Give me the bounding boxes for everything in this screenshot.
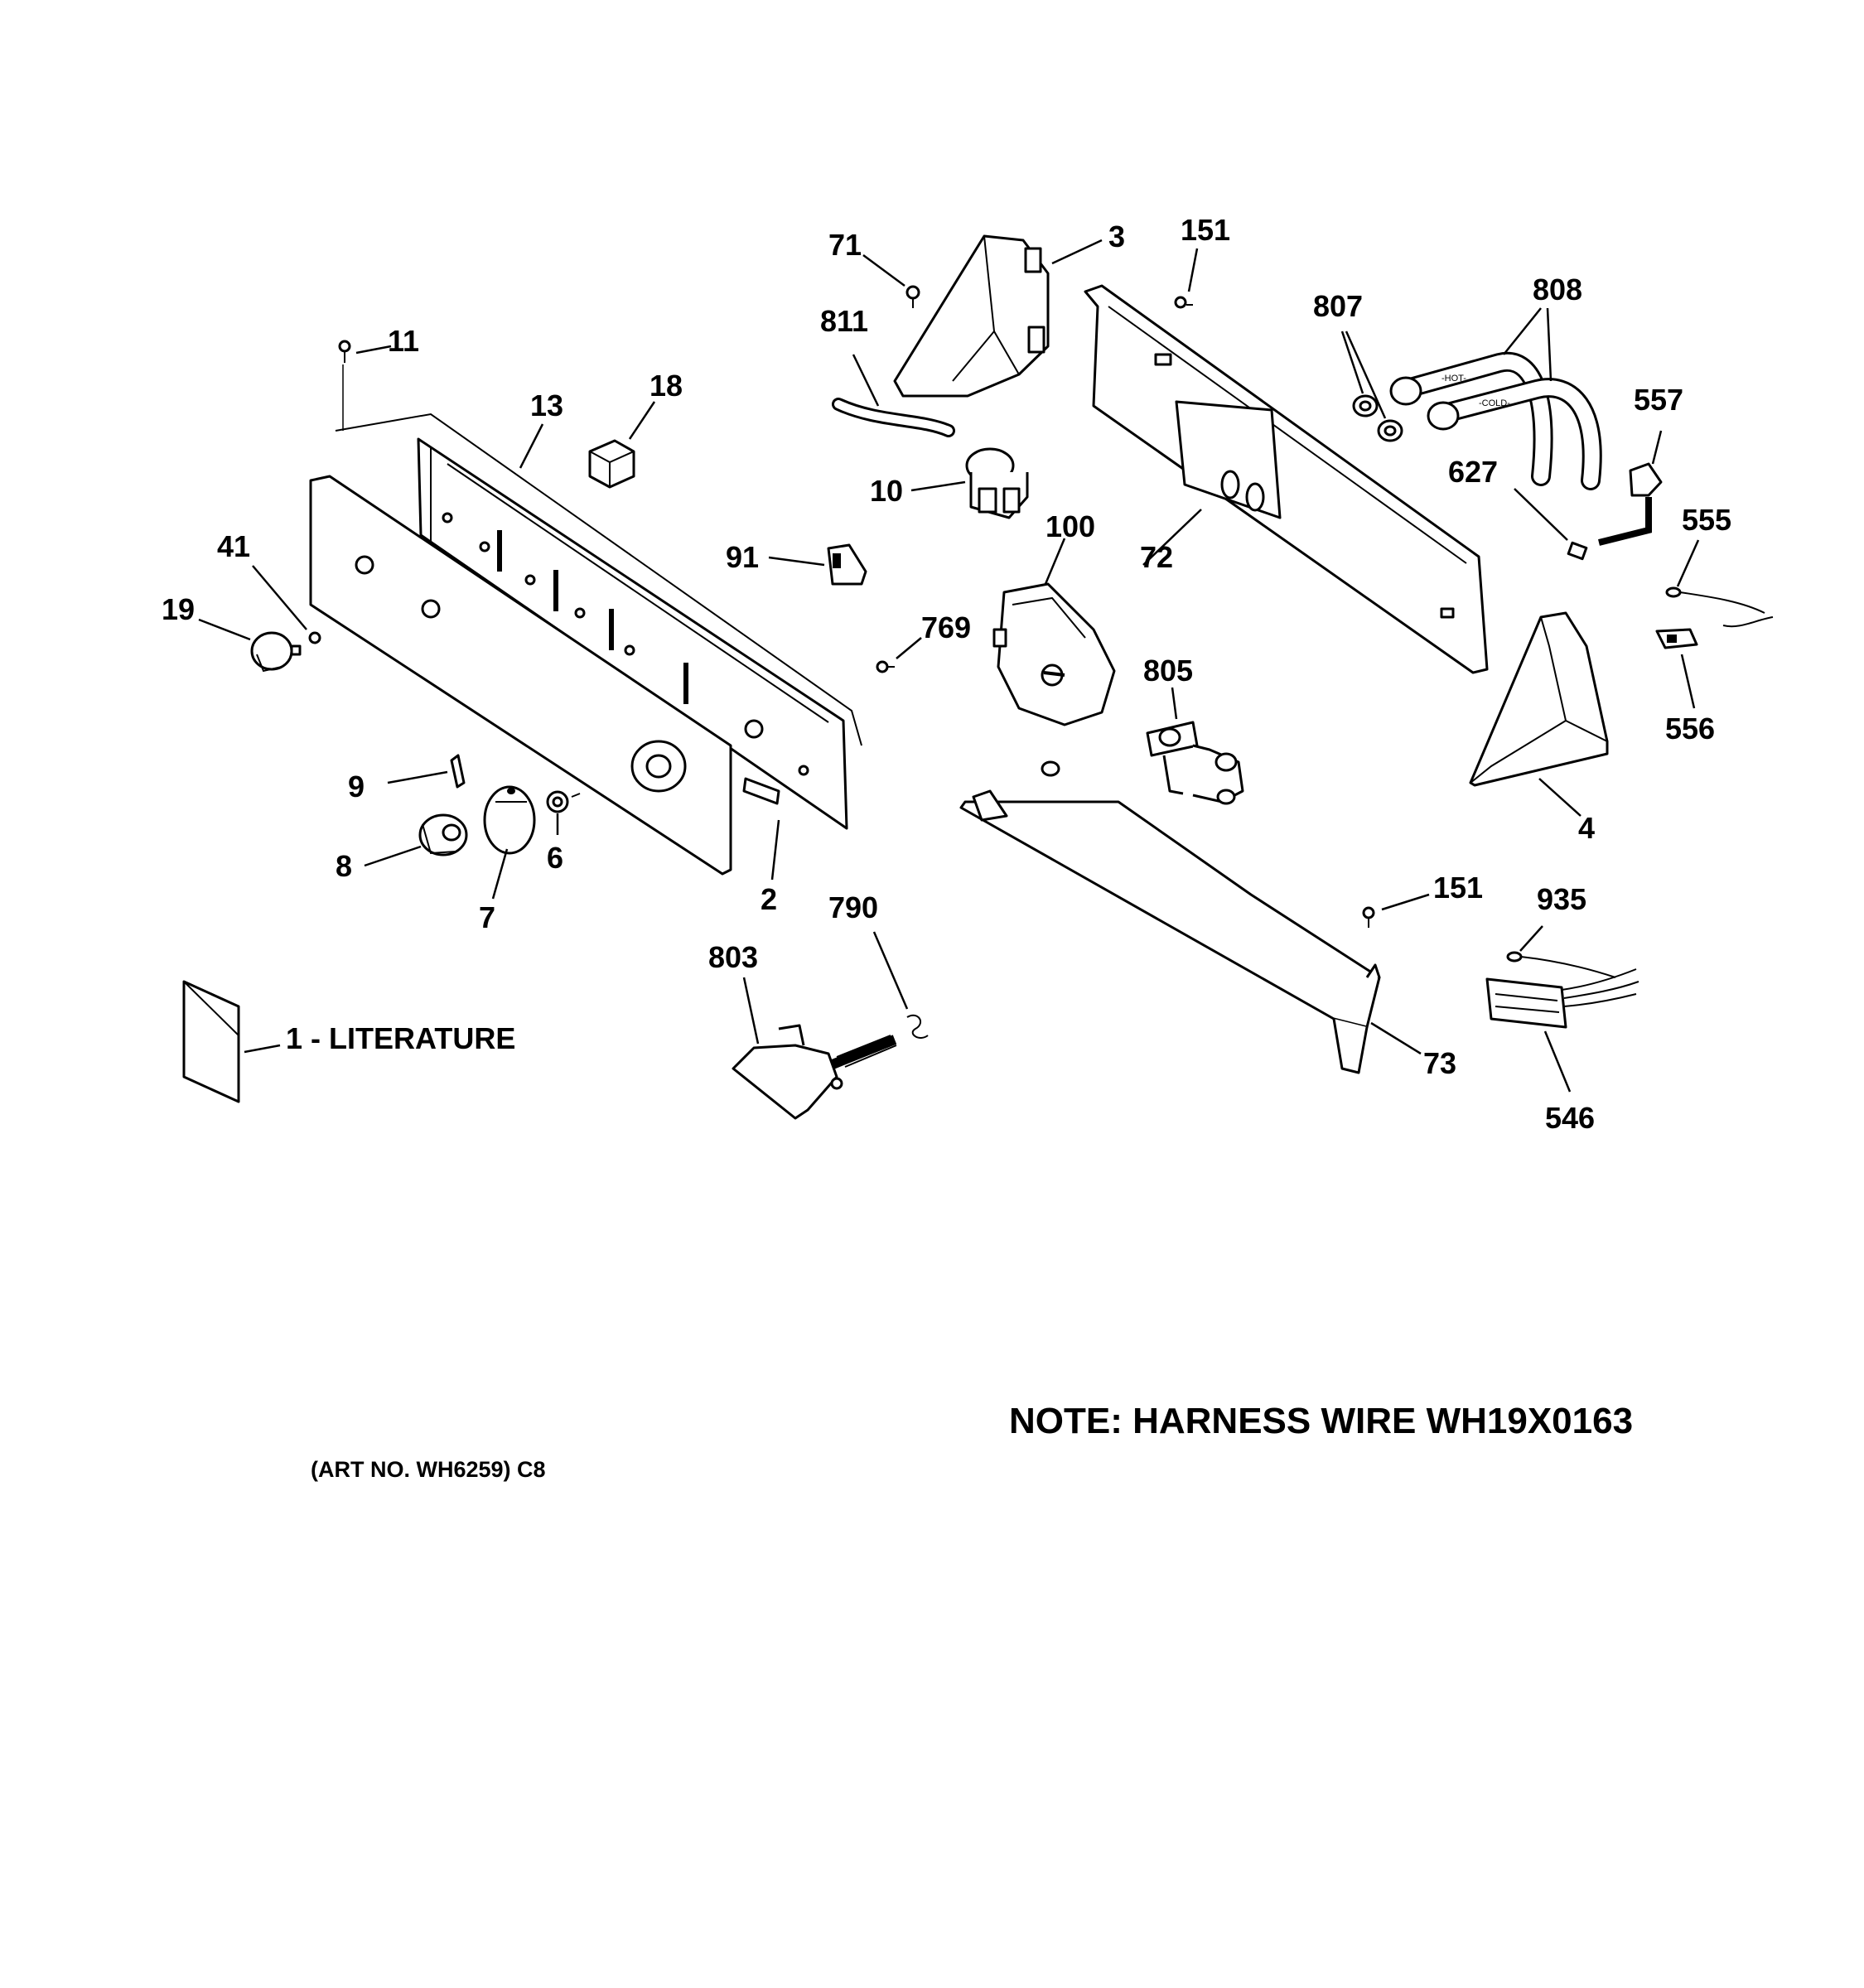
callout-71: 71 <box>828 228 862 262</box>
callout-19: 19 <box>162 592 195 626</box>
part-935-harness-wire <box>1506 951 1616 978</box>
harness-wire-note: NOTE: HARNESS WIRE WH19X0163 <box>1009 1401 1633 1441</box>
part-807-washers <box>1352 394 1403 442</box>
callout-91: 91 <box>726 540 759 574</box>
callout-72: 72 <box>1140 540 1173 574</box>
callout-151a: 151 <box>1181 213 1230 247</box>
callout-8: 8 <box>336 849 352 883</box>
part-9-clip <box>450 754 466 789</box>
part-769-screw <box>876 660 895 673</box>
part-151-screw-lower <box>1362 906 1375 928</box>
part-18-block <box>588 439 635 489</box>
callout-769: 769 <box>921 610 971 644</box>
part-10-pressure-switch <box>965 447 1029 519</box>
part-555-wire <box>1665 586 1774 628</box>
art-number: (ART NO. WH6259) C8 <box>311 1457 546 1482</box>
callout-3: 3 <box>1108 220 1125 253</box>
part-100-timer <box>992 582 1116 726</box>
callout-6: 6 <box>547 841 563 875</box>
part-nut <box>1041 760 1060 777</box>
callout-811: 811 <box>820 304 868 338</box>
part-627-plug <box>1567 541 1588 561</box>
callout-807: 807 <box>1313 289 1363 323</box>
part-13-backsplash <box>335 413 862 830</box>
callout-9: 9 <box>348 770 365 803</box>
part-3-end-bracket <box>893 234 1050 398</box>
callout-803: 803 <box>708 940 758 974</box>
hose-hot-mark: -HOT- <box>1441 374 1466 384</box>
callout-557: 557 <box>1634 383 1683 417</box>
part-41-spring <box>308 631 321 644</box>
callout-790: 790 <box>828 890 878 924</box>
callout-555: 555 <box>1682 503 1731 537</box>
part-72-rear-panel <box>1084 284 1489 674</box>
part-808-inlet-hoses: -HOT- -COLD- <box>1389 351 1602 490</box>
part-7-dial <box>483 785 536 855</box>
callout-556: 556 <box>1665 712 1715 746</box>
part-811-hose <box>832 398 955 437</box>
callout-546: 546 <box>1545 1101 1595 1135</box>
callout-10: 10 <box>870 474 903 508</box>
part-71-screw <box>905 285 920 308</box>
callout-2: 2 <box>761 882 777 916</box>
part-151-screw-top <box>1174 296 1193 309</box>
part-11-screw <box>338 340 351 431</box>
part-19-knob <box>250 631 302 673</box>
callout-4: 4 <box>1578 811 1595 845</box>
callout-41: 41 <box>217 529 250 563</box>
part-803-lid-lock <box>732 1024 897 1120</box>
callout-805: 805 <box>1143 654 1193 688</box>
callout-7: 7 <box>479 900 495 934</box>
callout-11: 11 <box>388 324 419 358</box>
part-91-clip <box>827 543 867 586</box>
callout-808: 808 <box>1533 273 1582 306</box>
part-2-bracket <box>742 777 780 805</box>
part-front-panel <box>309 475 732 876</box>
part-790-clip <box>906 1014 929 1039</box>
part-546-harness-connector <box>1485 968 1639 1029</box>
callout-151b: 151 <box>1433 871 1483 905</box>
part-557-switch <box>1598 462 1663 546</box>
part-8-knob <box>418 813 468 856</box>
callout-935: 935 <box>1537 882 1586 916</box>
callout-13: 13 <box>530 388 563 422</box>
literature-label: 1 - LITERATURE <box>286 1021 515 1055</box>
callout-100: 100 <box>1045 509 1095 543</box>
part-6-nut <box>546 790 581 813</box>
hose-cold-mark: -COLD- <box>1479 398 1510 408</box>
literature-envelope-icon <box>182 980 240 1103</box>
part-73-base-plate <box>959 789 1381 1074</box>
part-805-water-valve <box>1146 721 1244 805</box>
callout-18: 18 <box>650 369 683 403</box>
callout-627: 627 <box>1448 455 1498 489</box>
callout-73: 73 <box>1423 1046 1456 1080</box>
part-4-end-bracket <box>1469 611 1609 787</box>
part-556-connector <box>1655 628 1698 649</box>
